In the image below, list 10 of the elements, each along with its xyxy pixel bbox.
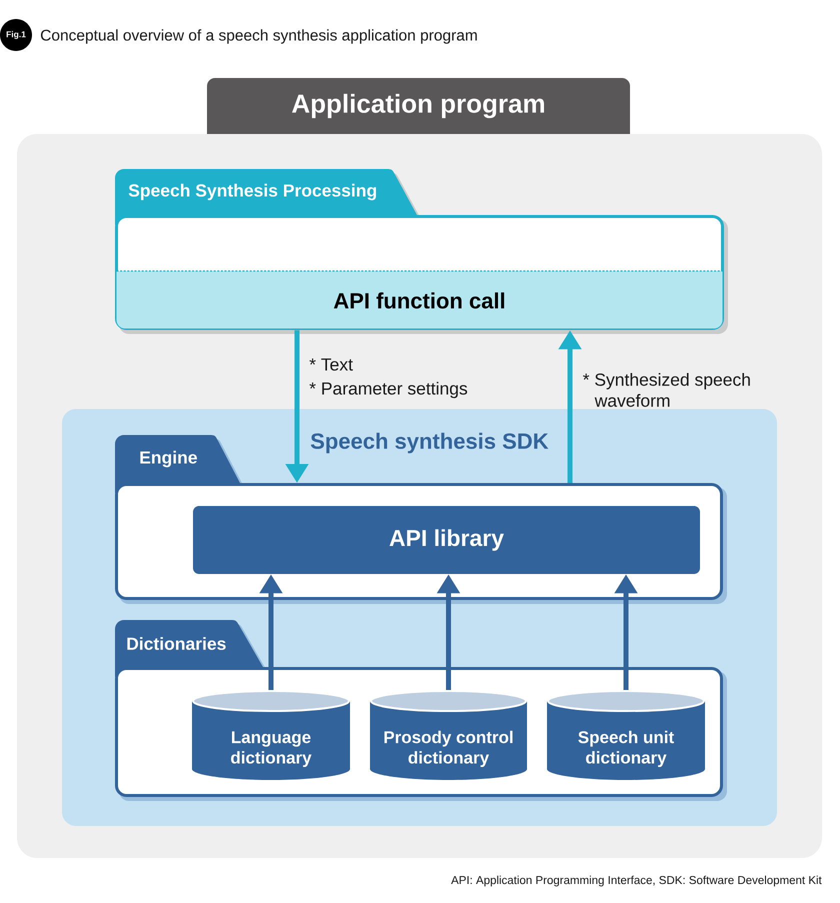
footnote: API: Application Programming Interface, SDK: Software Development Kit bbox=[451, 876, 822, 886]
edge-label: * Text bbox=[309, 358, 353, 371]
folder-label: Engine bbox=[140, 450, 197, 468]
folder-label: Speech Synthesis Processing bbox=[128, 184, 376, 200]
edge-label: * Synthesized speech waveform bbox=[582, 373, 750, 407]
figure-badge: Fig.1 bbox=[0, 19, 32, 51]
header-tab: Application program bbox=[207, 78, 630, 135]
figure-title: Conceptual overview of a speech synthesis application program bbox=[40, 29, 477, 44]
annotation-text: * Parameter settings bbox=[309, 382, 468, 398]
folder-label: Dictionaries bbox=[127, 637, 226, 650]
